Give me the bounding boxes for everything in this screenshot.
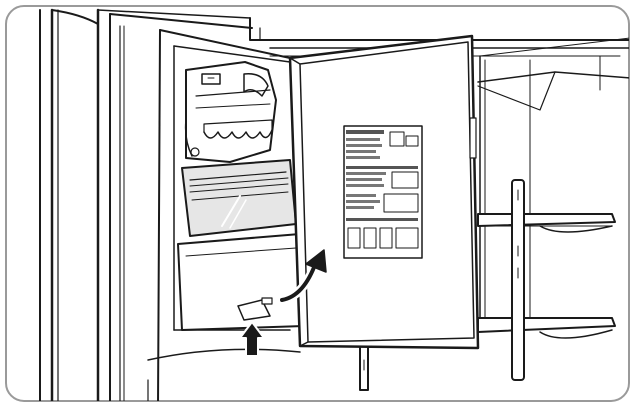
up-arrow-icon: [239, 321, 265, 357]
instruction-label: [343, 125, 423, 259]
ice-bucket: [177, 159, 305, 331]
curved-arrow-icon: [277, 249, 327, 305]
cabinet-liner: [96, 8, 629, 401]
right-shelves: [359, 179, 616, 391]
ice-maker: [184, 61, 277, 163]
left-door: [39, 8, 99, 401]
